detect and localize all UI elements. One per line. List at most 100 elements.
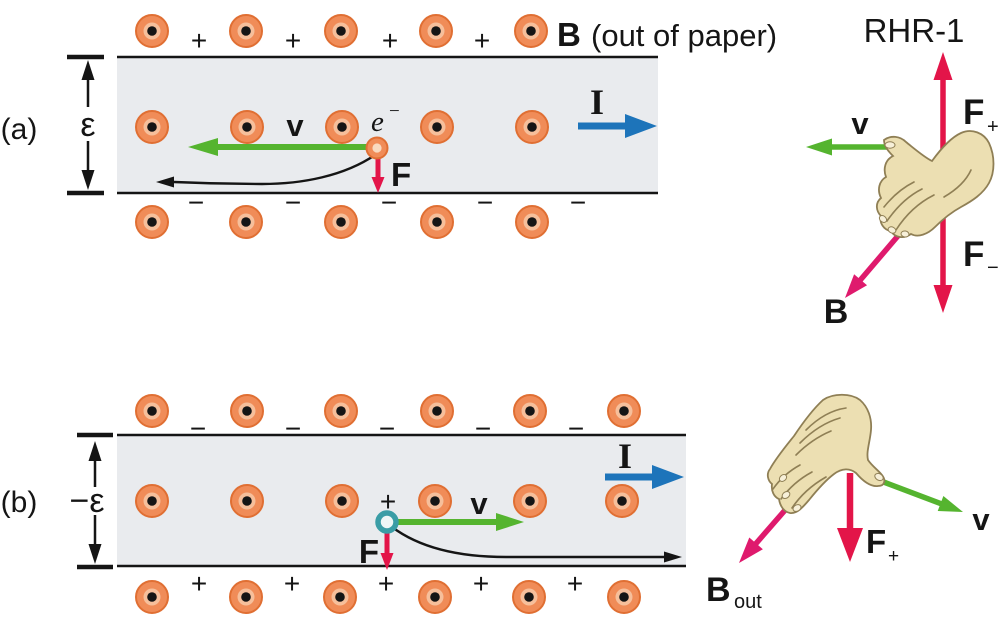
charge-sign: −	[475, 413, 491, 444]
right-hand-b	[766, 393, 886, 514]
hand-a-finger-line	[883, 181, 915, 208]
hand-b-fingernail	[792, 504, 802, 512]
charge-deflection-path	[391, 526, 664, 559]
b-field-label-bold: B	[557, 16, 581, 53]
field-out-of-page-symbol	[135, 110, 169, 144]
hand-b-tendon-line	[795, 430, 832, 456]
charge-sign: −	[188, 187, 204, 218]
hand-a-thumbnail	[884, 141, 896, 149]
current-arrow-b-head	[652, 465, 684, 489]
positive-charge-symbol	[375, 510, 399, 534]
charge-sign: −	[190, 413, 206, 444]
charge-sign: +	[378, 568, 394, 599]
hand-b-velocity-arrow-head	[937, 496, 963, 512]
hand-b-fingernail	[778, 474, 788, 482]
rhr1-velocity-label: v	[851, 106, 869, 141]
panel-b: −−−−−+++++ (b) −ε + v F I	[1, 394, 686, 614]
hand-b-force-arrow-head	[837, 528, 863, 562]
field-out-of-page-symbol	[325, 110, 359, 144]
field-out-of-page-symbol	[514, 14, 548, 48]
right-hand-a	[875, 130, 995, 238]
charge-sign: +	[382, 25, 398, 56]
hand-b-force-label: F	[866, 523, 886, 560]
velocity-label-b: v	[470, 486, 488, 521]
field-out-of-page-symbol	[323, 580, 357, 614]
field-out-of-page-symbol	[324, 14, 358, 48]
hand-b-force-subscript: +	[888, 546, 899, 567]
current-label-b: I	[618, 436, 632, 476]
panel-b-label: (b)	[1, 486, 38, 519]
field-out-of-page-symbol	[512, 580, 546, 614]
field-out-of-page-symbol	[513, 484, 547, 518]
field-out-of-page-symbol	[324, 205, 358, 239]
emf-dimension-arrow-up-a-head	[81, 60, 95, 80]
hand-a-finger-line	[886, 188, 923, 222]
b-out-subscript: out	[734, 591, 762, 613]
field-out-of-page-symbol	[418, 580, 452, 614]
field-out-of-page-symbol	[230, 394, 264, 428]
arrows-a	[81, 60, 657, 193]
charge-sign: −	[568, 413, 584, 444]
charge-deflection-arrowhead	[664, 551, 682, 563]
field-out-of-page-symbol	[605, 484, 639, 518]
electron-deflection-arrowhead	[156, 176, 174, 188]
charge-sign: −	[285, 413, 301, 444]
charge-plus-sign: +	[380, 486, 396, 517]
emf-label-b: −ε	[69, 482, 104, 520]
field-out-of-page-symbol	[230, 484, 264, 518]
hand-b-fingernail	[781, 490, 791, 500]
rhr1-force-minus-arrow-head	[933, 285, 953, 313]
emf-dimension-arrow-up-b-head	[88, 441, 102, 461]
rhr1-force-minus-label: F	[963, 235, 984, 274]
emf-label-a: ε	[80, 106, 95, 144]
conductor-strip-b	[117, 436, 686, 565]
rhr1-title: RHR-1	[864, 12, 965, 49]
electron-deflection-path	[173, 154, 376, 186]
b-field-label-rest: (out of paper)	[591, 18, 777, 53]
charge-sign: +	[284, 568, 300, 599]
field-out-of-page-symbol	[420, 205, 454, 239]
field-out-of-page-symbol	[135, 484, 169, 518]
force-arrow-b-head	[380, 553, 394, 570]
charge-sign: −	[379, 413, 395, 444]
field-symbol-rows-b: −−−−−+++++	[135, 394, 641, 614]
field-out-of-page-symbol	[229, 205, 263, 239]
force-label-a: F	[391, 156, 411, 193]
field-out-of-page-symbol	[230, 110, 264, 144]
rhr1-arrows	[806, 52, 953, 313]
b-out-label: B	[706, 571, 731, 609]
rhr1-force-plus-subscript: +	[987, 116, 999, 138]
hand-b-thumbnail	[874, 472, 884, 482]
rhr1-b-field-arrow	[857, 228, 906, 283]
conductor-strip-a	[117, 58, 658, 192]
b-out-arrow-head	[739, 537, 763, 563]
velocity-label-a: v	[286, 108, 304, 143]
velocity-arrow-a-head	[188, 138, 218, 156]
charge-sign: +	[191, 25, 207, 56]
field-symbol-rows-a: ++++−−−−−	[135, 14, 586, 239]
rhr1-force-plus-label: F	[963, 93, 984, 132]
charge-sign: −	[570, 187, 586, 218]
rhr1-velocity-arrow-head	[806, 138, 832, 156]
field-out-of-page-symbol	[324, 394, 358, 428]
field-out-of-page-symbol	[607, 394, 641, 428]
panel-a: ++++−−−−− (a) ε B (out of paper) v e − F…	[1, 14, 777, 239]
hand-a-finger-line	[895, 194, 935, 231]
field-out-of-page-symbol	[515, 110, 549, 144]
rhr1-force-minus-subscript: −	[987, 257, 999, 279]
electron-symbol	[365, 136, 389, 160]
electron-label: e	[371, 106, 384, 138]
field-out-of-page-symbol	[229, 14, 263, 48]
rhr1-b-field-label: B	[824, 293, 849, 331]
hand-a-fingernail	[887, 226, 897, 234]
field-out-of-page-symbol	[420, 110, 454, 144]
field-out-of-page-symbol	[607, 580, 641, 614]
field-out-of-page-symbol	[513, 394, 547, 428]
force-arrow-a-head	[371, 177, 385, 193]
rhr1-force-plus-arrow-head	[933, 52, 953, 80]
charge-sign: −	[477, 187, 493, 218]
hand-a-fingernail	[878, 215, 888, 223]
field-out-of-page-symbol	[229, 580, 263, 614]
rhr1-b-field-arrow-head	[845, 274, 868, 298]
